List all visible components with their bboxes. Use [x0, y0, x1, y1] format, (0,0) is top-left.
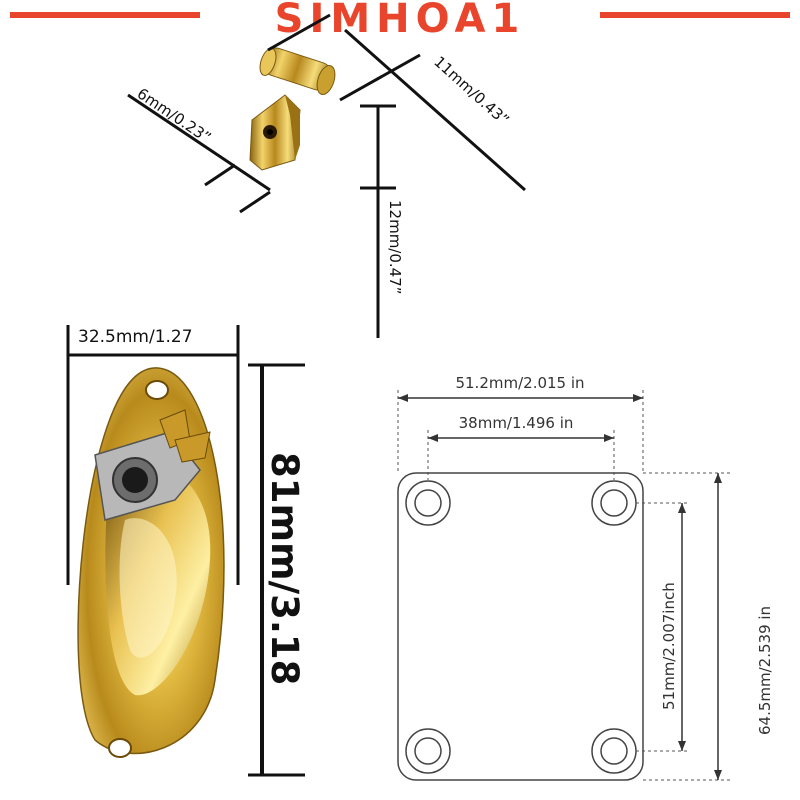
dim-line-guide-width: [127, 93, 271, 192]
brand-header: SIMHOA1: [0, 0, 800, 42]
dim-tick: [239, 190, 271, 214]
mounting-hole-icon: [405, 728, 451, 774]
dim-label-guide-width: 6mm/0.23”: [134, 84, 215, 146]
string-guide-group: 6mm/0.23” 11mm/0.43” 12mm/0.47”: [127, 13, 526, 338]
dim-label-outer-width: 51.2mm/2.015 in: [455, 374, 584, 392]
brand-bar-left: [10, 12, 200, 18]
jack-socket-icon: [94, 409, 211, 521]
dim-label-guide-height: 12mm/0.47”: [386, 200, 404, 295]
dim-tick: [267, 13, 331, 52]
dim-label-hole-width: 38mm/1.496 in: [459, 414, 574, 432]
neck-plate-outline: [397, 472, 644, 781]
dim-line-guide-length: [344, 28, 526, 192]
dim-tick: [204, 163, 236, 187]
jack-plate-icon: [77, 367, 225, 758]
dim-tick: [339, 53, 421, 102]
dim-label-hole-height: 51mm/2.007inch: [660, 582, 678, 710]
neck-plate-group: 51.2mm/2.015 in 38mm/1.496 in 51mm/2.007…: [397, 374, 774, 781]
mounting-hole-icon: [405, 480, 451, 526]
jack-plate-group: 32.5mm/1.27 81mm/3.18: [66, 325, 306, 777]
brand-bar-right: [600, 12, 790, 18]
brand-logo-text: SIMHOA1: [274, 0, 526, 42]
dim-label-outer-height: 64.5mm/2.539 in: [756, 606, 774, 735]
dim-label-jack-width: 32.5mm/1.27: [78, 327, 193, 347]
string-guide-icon: [249, 47, 336, 171]
dim-label-jack-height: 81mm/3.18: [263, 452, 306, 685]
